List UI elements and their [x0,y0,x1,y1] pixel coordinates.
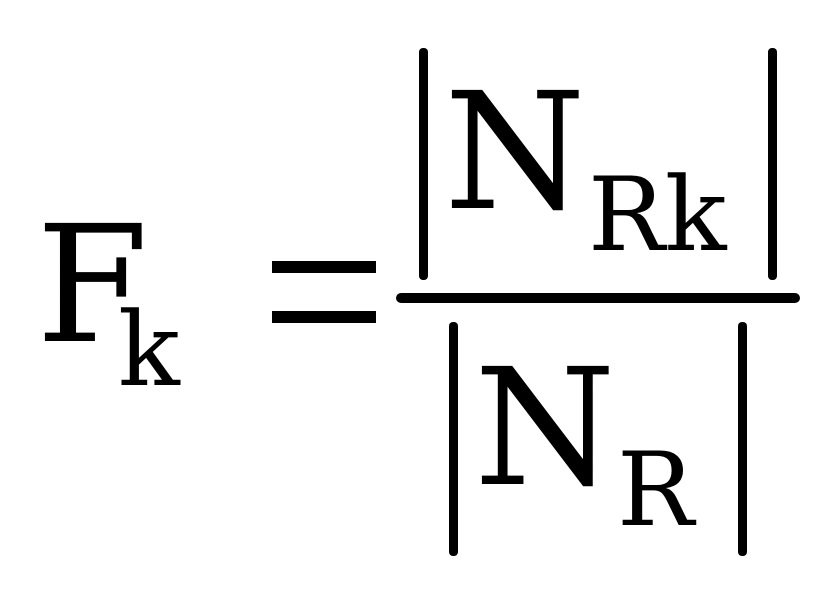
equals-sign-bottom-bar [272,311,376,323]
numerator-abs-left-bar [419,48,428,280]
lhs-symbol: F [36,192,149,380]
denominator-symbol: N [474,335,616,523]
equals-sign-top-bar [272,261,376,273]
numerator-abs-right-bar [768,48,777,280]
numerator-subscript: Rk [588,156,727,275]
denominator-abs-right-bar [738,322,747,556]
fraction-bar [396,293,800,303]
denominator-abs-left-bar [449,322,458,556]
numerator-symbol: N [444,59,586,247]
lhs-subscript: k [118,291,180,410]
denominator-subscript: R [617,431,694,550]
